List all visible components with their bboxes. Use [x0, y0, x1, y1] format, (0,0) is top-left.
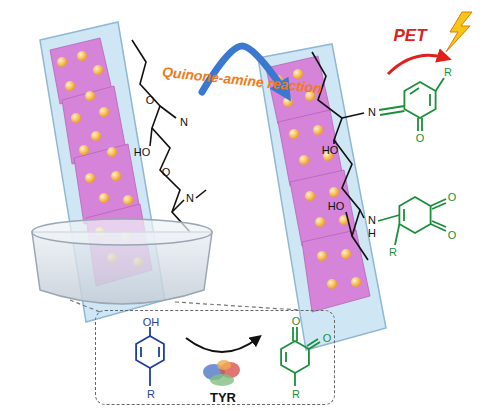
phenol-ring — [136, 327, 164, 386]
atom-label: HO — [322, 144, 339, 156]
atom-label: O — [323, 332, 332, 344]
atom-label: O — [146, 94, 155, 106]
enzyme-structure — [203, 360, 240, 386]
atom-label: N — [368, 214, 376, 226]
beaker — [32, 219, 212, 304]
atom-label: H — [368, 227, 376, 239]
atom-label: R — [444, 66, 452, 78]
lightning-bolt — [446, 12, 472, 52]
atom-label: HO — [134, 146, 151, 158]
enzyme-label: TYR — [210, 392, 236, 404]
pet-arrow — [388, 55, 446, 74]
atom-label: HO — [328, 200, 345, 212]
atom-label: N — [368, 106, 376, 118]
atom-label: O — [448, 191, 457, 203]
atom-label: O — [448, 229, 457, 241]
atom-label: N — [180, 116, 188, 128]
process-label: PET — [393, 26, 426, 46]
atom-label: N — [186, 192, 194, 204]
quinone-ring — [281, 327, 320, 386]
quinone-ring — [378, 197, 446, 245]
reaction-arrow — [186, 338, 258, 352]
atom-label: R — [389, 246, 397, 258]
zoom-line — [70, 300, 330, 312]
atom-label: O — [162, 166, 171, 178]
inset-box: OH R TYR O O R — [95, 310, 335, 405]
nanoparticle — [273, 69, 361, 289]
atom-label: R — [147, 388, 155, 400]
atom-label: OH — [143, 316, 160, 328]
atom-label: O — [292, 315, 301, 327]
atom-label: O — [416, 132, 425, 144]
atom-label: R — [292, 388, 300, 400]
quinone-imine-ring — [379, 78, 444, 131]
